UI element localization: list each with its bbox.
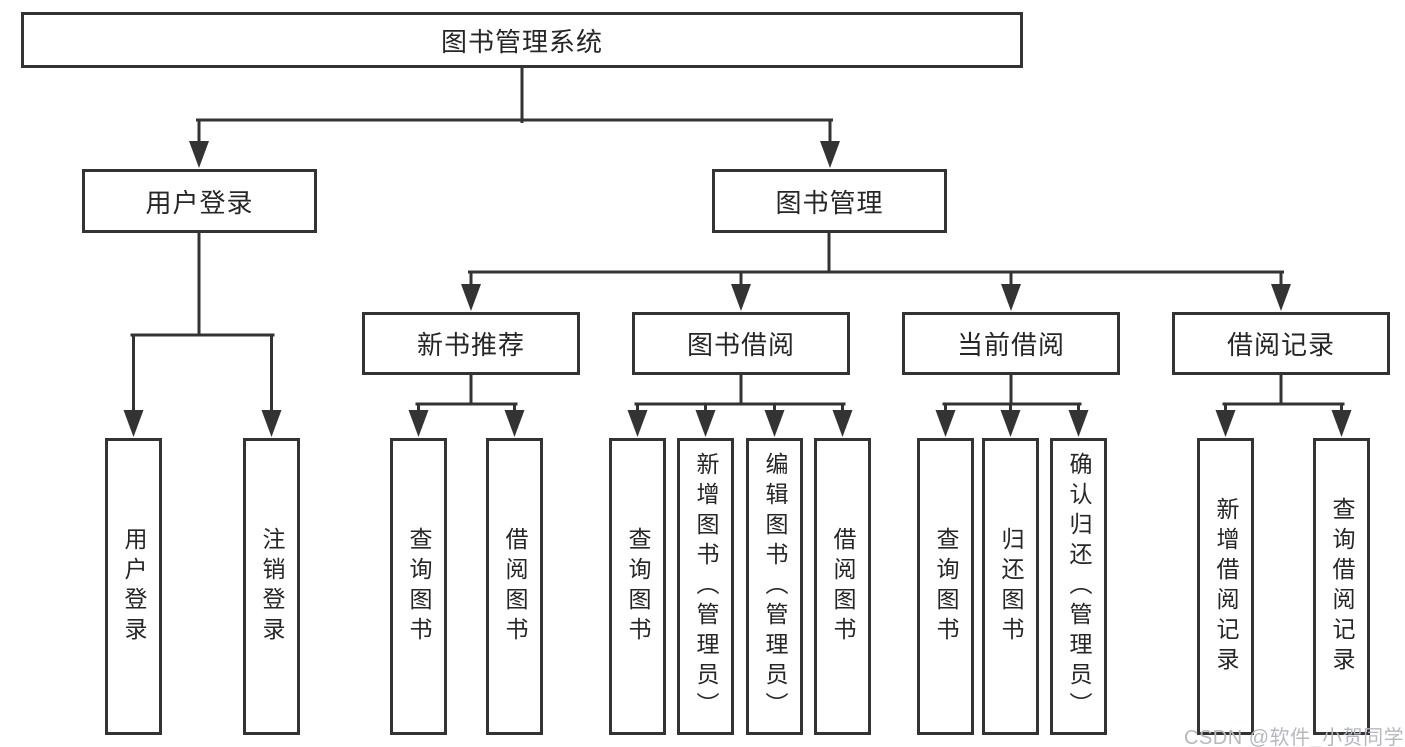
- leaf-box-borrowing-query-book: 查询图书: [609, 438, 666, 735]
- node-box-book-borrowing: 图书借阅: [632, 312, 850, 375]
- leaf-label-recommend-borrow-book: 借阅图书: [502, 526, 528, 647]
- arrowhead-icon: [189, 141, 209, 168]
- leaf-label-edit-book-admin: 编辑图书（管理员）: [762, 451, 788, 722]
- node-label-root: 图书管理系统: [440, 26, 603, 57]
- node-label-user-login: 用户登录: [145, 187, 254, 218]
- arrowhead-icon: [461, 284, 481, 311]
- leaf-label-user-login: 用户登录: [121, 526, 147, 647]
- leaf-box-add-book-admin: 新增图书（管理员）: [677, 438, 734, 735]
- leaf-label-recommend-query-book: 查询图书: [406, 526, 432, 647]
- leaf-box-borrowing-borrow-book: 借阅图书: [814, 438, 871, 735]
- leaf-label-confirm-return-admin: 确认归还（管理员）: [1066, 451, 1092, 722]
- leaf-label-current-query-book: 查询图书: [933, 526, 959, 647]
- node-label-borrowing-records: 借阅记录: [1226, 330, 1335, 360]
- connector-borrow-to-leaves: [634, 373, 846, 415]
- connector-records-to-leaves: [1222, 373, 1345, 415]
- arrowhead-icon: [935, 410, 956, 437]
- connector-userlogin-to-leaves: [130, 231, 275, 415]
- leaf-box-edit-book-admin: 编辑图书（管理员）: [746, 438, 803, 735]
- arrowhead-icon: [695, 410, 716, 437]
- leaf-label-add-borrow-record: 新增借阅记录: [1213, 496, 1239, 677]
- connector-current-to-leaves: [942, 373, 1082, 415]
- leaf-label-add-book-admin: 新增图书（管理员）: [693, 451, 719, 722]
- leaf-box-recommend-query-book: 查询图书: [390, 438, 447, 735]
- leaf-label-return-book: 归还图书: [998, 526, 1024, 647]
- leaf-label-borrowing-borrow-book: 借阅图书: [830, 526, 856, 647]
- connector-newbook-to-leaves: [415, 373, 518, 415]
- node-box-new-book-recommend: 新书推荐: [362, 312, 580, 375]
- arrowhead-icon: [731, 284, 751, 311]
- leaf-box-confirm-return-admin: 确认归还（管理员）: [1050, 438, 1107, 735]
- node-box-book-management: 图书管理: [712, 169, 947, 233]
- arrowhead-icon: [1271, 284, 1291, 311]
- connector-root-to-level2: [196, 66, 833, 146]
- arrowhead-icon: [1001, 284, 1021, 311]
- leaf-box-user-login: 用户登录: [105, 438, 162, 735]
- node-box-user-login: 用户登录: [82, 169, 317, 233]
- node-box-current-borrowing: 当前借阅: [902, 312, 1120, 375]
- leaf-box-add-borrow-record: 新增借阅记录: [1197, 438, 1254, 735]
- arrowhead-icon: [1331, 410, 1352, 437]
- leaf-label-query-borrow-record: 查询借阅记录: [1329, 496, 1355, 677]
- arrowhead-icon: [820, 141, 840, 168]
- arrowhead-icon: [764, 410, 785, 437]
- leaf-box-logout: 注销登录: [243, 438, 300, 735]
- node-box-root: 图书管理系统: [21, 12, 1023, 68]
- connector-bookmgmt-to-level3: [468, 231, 1284, 289]
- arrowhead-icon: [832, 410, 853, 437]
- watermark-text: CSDN @软件_小贺同学: [1184, 727, 1405, 747]
- node-label-current-borrowing: 当前借阅: [956, 330, 1065, 360]
- arrowhead-icon: [261, 410, 282, 437]
- arrowhead-icon: [504, 410, 525, 437]
- node-box-borrowing-records: 借阅记录: [1172, 312, 1390, 375]
- node-label-book-management: 图书管理: [775, 187, 884, 218]
- leaf-box-current-query-book: 查询图书: [917, 438, 974, 735]
- leaf-box-return-book: 归还图书: [982, 438, 1039, 735]
- leaf-box-recommend-borrow-book: 借阅图书: [486, 438, 543, 735]
- node-label-new-book-recommend: 新书推荐: [416, 330, 525, 360]
- arrowhead-icon: [1068, 410, 1089, 437]
- node-label-book-borrowing: 图书借阅: [686, 330, 795, 360]
- arrowhead-icon: [123, 410, 144, 437]
- leaf-label-logout: 注销登录: [259, 526, 285, 647]
- arrowhead-icon: [627, 410, 648, 437]
- leaf-label-borrowing-query-book: 查询图书: [625, 526, 651, 647]
- arrowhead-icon: [408, 410, 429, 437]
- arrowhead-icon: [1000, 410, 1021, 437]
- leaf-box-query-borrow-record: 查询借阅记录: [1313, 438, 1370, 735]
- arrowhead-icon: [1215, 410, 1236, 437]
